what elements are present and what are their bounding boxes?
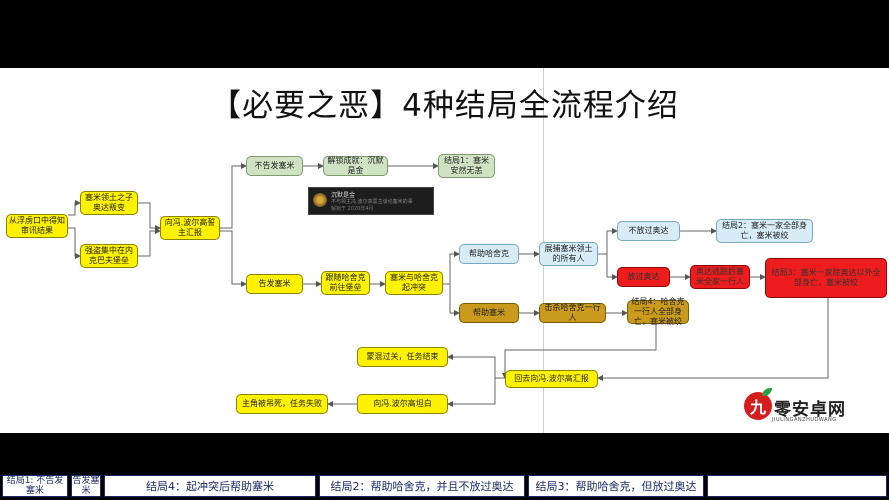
node-not-spare-oda: 不放过奥达 bbox=[617, 221, 680, 241]
node-oda-betray: 塞米领土之子奥达叛变 bbox=[80, 191, 138, 215]
edge bbox=[502, 323, 657, 379]
tab-ending-1[interactable]: 结局1: 不告发塞米 bbox=[2, 475, 68, 497]
leaf-icon bbox=[762, 388, 772, 396]
edge bbox=[447, 378, 496, 407]
node-ending-1: 结局1：塞米安然无恙 bbox=[438, 154, 495, 178]
tab-report-semi[interactable]: 告发塞米 bbox=[71, 475, 101, 497]
diagram-panel bbox=[0, 68, 889, 433]
achievement-card: 沉默是金 不与领主冯.波尔高誓主谈论塞米的事 解锁于 2020年4月 bbox=[308, 187, 434, 215]
node-help-semi: 帮助塞米 bbox=[459, 303, 519, 323]
node-unlock-achievement: 解锁成就：沉默是金 bbox=[323, 156, 388, 176]
node-hanged-fail: 主角被吊死，任务失败 bbox=[236, 394, 328, 414]
node-report-semi: 告发塞米 bbox=[246, 274, 303, 294]
node-return-report: 回去向冯.波尔高汇报 bbox=[505, 370, 598, 388]
node-conflict: 塞米与哈舍克起冲突 bbox=[385, 271, 443, 295]
tab-ending-4[interactable]: 结局4：起冲突后帮助塞米 bbox=[104, 475, 316, 497]
tab-ending-3[interactable]: 结局3：帮助哈舍克，但放过奥达 bbox=[528, 475, 704, 497]
node-not-report-semi: 不告发塞米 bbox=[246, 156, 303, 176]
node-pass-mission-end: 蒙混过关，任务结束 bbox=[357, 347, 448, 367]
page-title: 【必要之恶】4种结局全流程介绍 bbox=[210, 88, 679, 124]
edge bbox=[138, 202, 161, 231]
node-oda-escape: 奥达逃跑后塞米全家一行人 bbox=[690, 265, 750, 289]
node-confess: 向冯.波尔高坦白 bbox=[357, 394, 448, 414]
achievement-medal-icon bbox=[313, 193, 327, 207]
logo-name: 零安卓网 bbox=[774, 400, 846, 420]
edge bbox=[220, 163, 247, 229]
edge bbox=[447, 354, 505, 379]
node-ending-2: 结局2：塞米一家全部身亡，塞米被绞 bbox=[716, 219, 813, 243]
node-report-lord: 向冯.波尔高誓主汇报 bbox=[160, 216, 220, 240]
edge bbox=[68, 227, 81, 259]
node-interrogation: 从浮虏口中得知审讯结果 bbox=[6, 214, 68, 238]
achievement-meta: 解锁于 2020年4月 bbox=[331, 206, 374, 212]
achievement-name: 沉默是金 bbox=[331, 192, 356, 199]
node-ending-3: 结局3：塞米一家除奥达以外全部身亡，塞米被绞 bbox=[765, 258, 887, 298]
edge bbox=[597, 298, 829, 381]
edge bbox=[68, 200, 81, 216]
node-capture-all: 展捕塞米领土的所有人 bbox=[539, 242, 598, 266]
node-help-hashek: 帮助哈舍克 bbox=[459, 244, 519, 264]
node-bandits-fort: 强盗集中在内克巴夫堡垒 bbox=[80, 244, 138, 268]
edge bbox=[138, 228, 161, 257]
node-follow-hashek: 跟随哈舍克前往堡垒 bbox=[321, 271, 370, 295]
tab-ending-2[interactable]: 结局2：帮助哈舍克，并且不放过奥达 bbox=[319, 475, 525, 497]
achievement-desc: 不与领主冯.波尔高誓主谈论塞米的事 bbox=[331, 199, 413, 205]
edge bbox=[606, 254, 618, 280]
node-ending-4: 结局4：哈舍克一行人全部身亡，塞米被绞 bbox=[627, 297, 689, 326]
site-logo: 九 零安卓网 JIULINGANZHUOWANG bbox=[744, 388, 854, 430]
edge bbox=[443, 251, 460, 285]
logo-subtitle: JIULINGANZHUOWANG bbox=[772, 417, 837, 423]
logo-mark-icon: 九 bbox=[744, 392, 772, 420]
edge bbox=[598, 228, 618, 255]
edge bbox=[449, 284, 460, 316]
tab-overflow[interactable] bbox=[707, 475, 887, 497]
node-spare-oda: 放过奥达 bbox=[617, 267, 670, 287]
node-kill-hashek: 击杀哈舍克一行人 bbox=[539, 303, 606, 323]
edge bbox=[220, 230, 247, 287]
